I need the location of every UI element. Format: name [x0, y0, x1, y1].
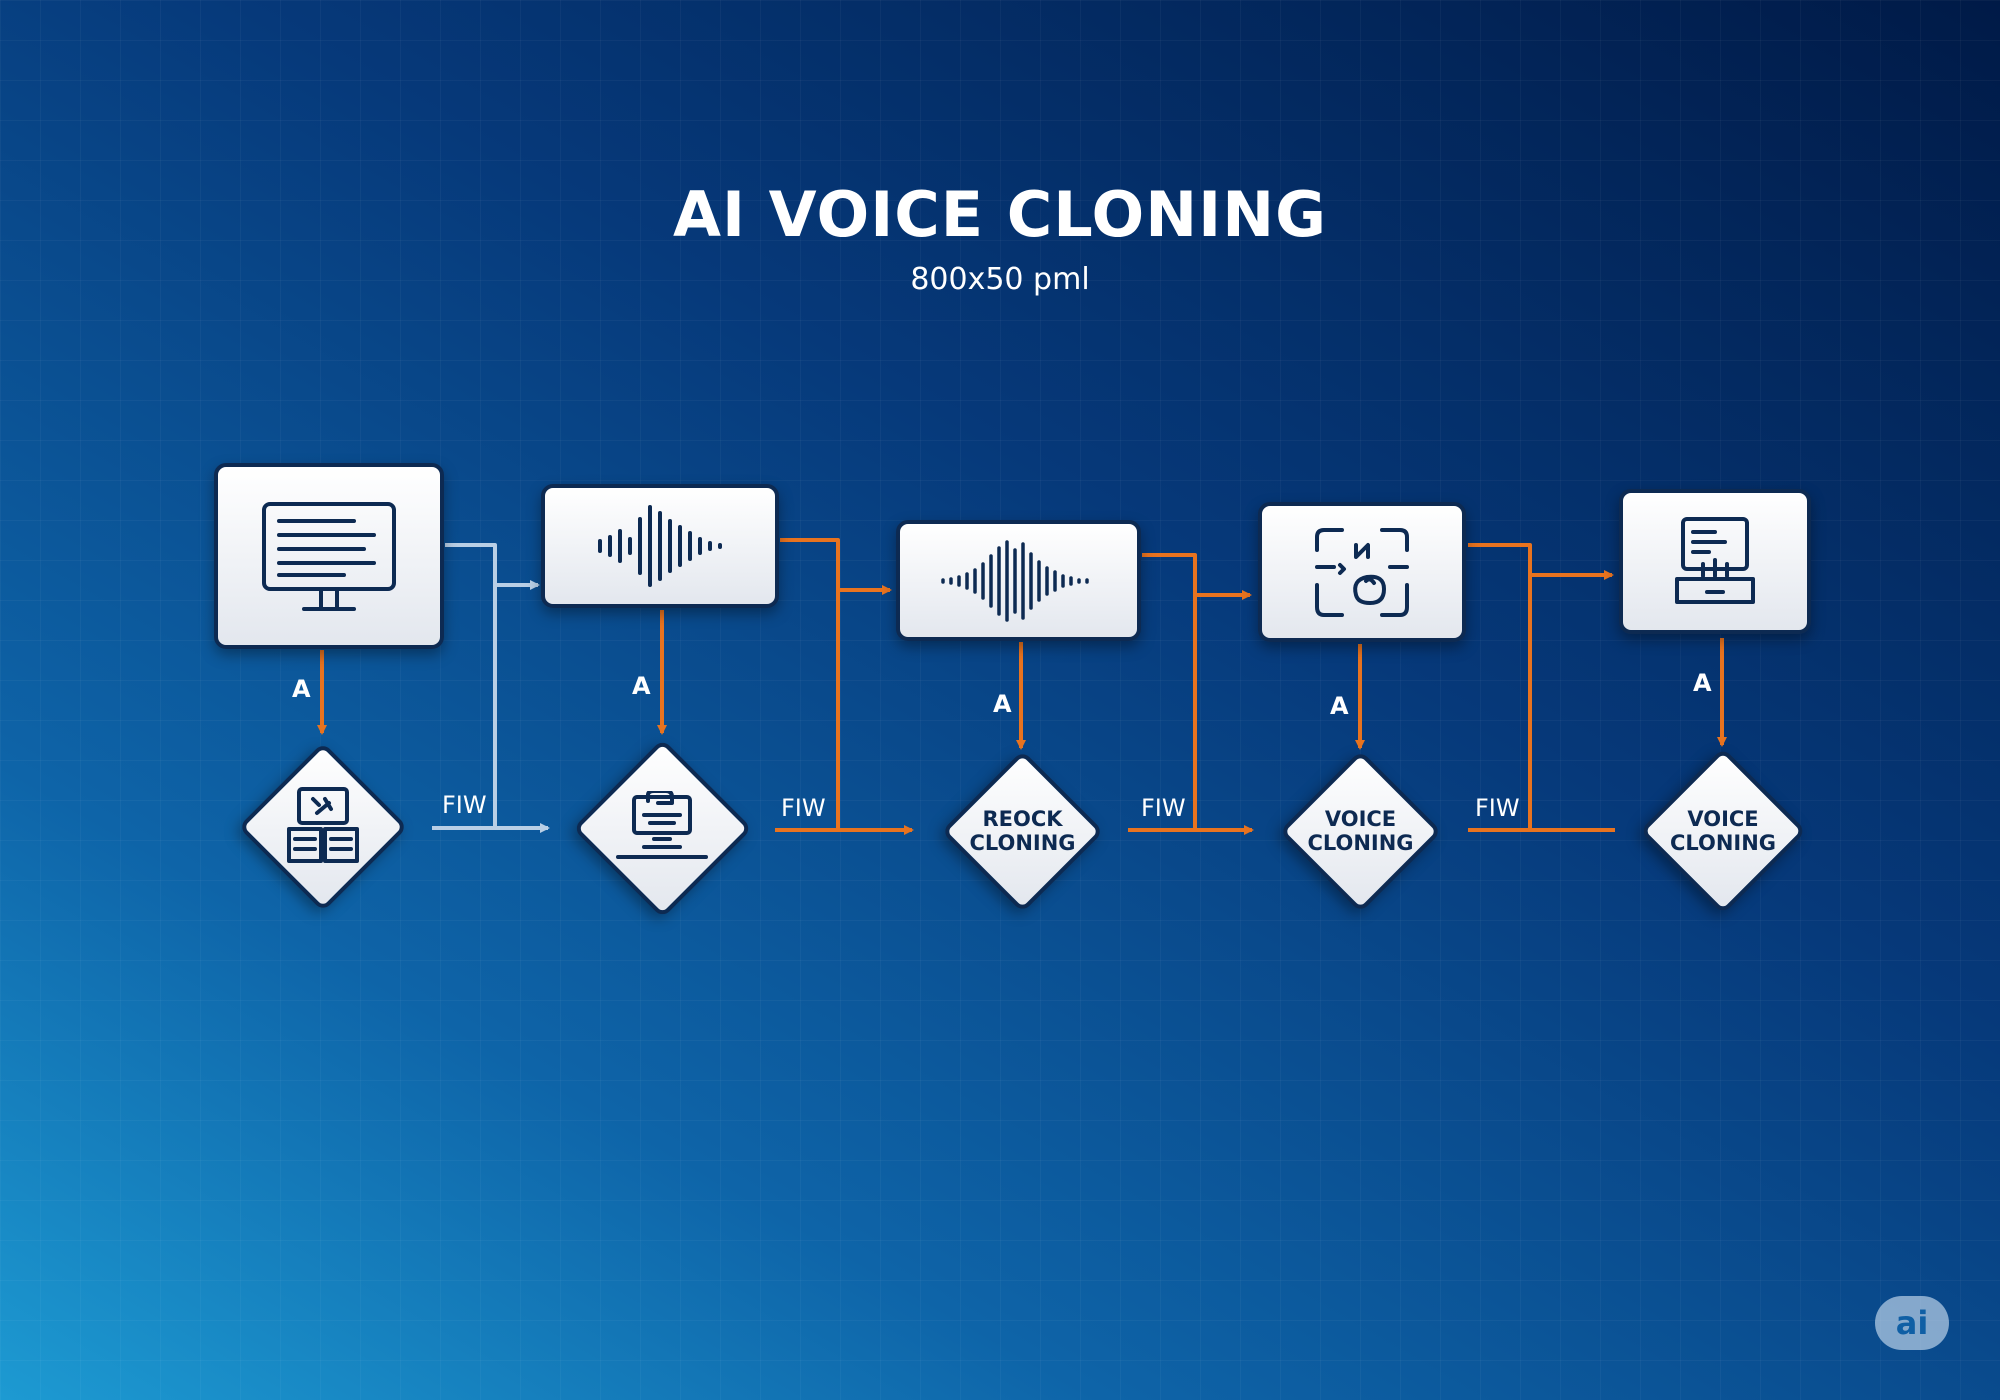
decision-node-4[interactable]: VOICE CLONING: [1258, 749, 1463, 913]
diamond-label: REOCK CLONING: [969, 807, 1075, 855]
diamond-label-line1: REOCK: [982, 807, 1063, 831]
decision-node-1[interactable]: [218, 742, 428, 912]
page-subtitle: 800x50 pml: [910, 262, 1090, 297]
diamond-content: [285, 785, 361, 870]
vertical-label-2: A: [632, 672, 651, 700]
process-box-2[interactable]: [541, 484, 779, 608]
ai-logo-badge: ai: [1875, 1296, 1949, 1350]
vertical-label-4: A: [1330, 692, 1349, 720]
diamond-content: [614, 788, 710, 866]
laptop-code-icon: [1675, 517, 1755, 604]
process-box-4[interactable]: [1258, 502, 1466, 642]
diamond-label-line1: VOICE: [1687, 807, 1759, 831]
connector-3-4-top: [1142, 553, 1252, 600]
flow-label-3: FIW: [1141, 794, 1186, 822]
face-scan-icon: [1315, 527, 1409, 617]
diamond-label-line2: CLONING: [969, 831, 1076, 855]
decision-node-5[interactable]: VOICE CLONING: [1618, 747, 1828, 915]
diamond-label: VOICE CLONING: [1307, 807, 1413, 855]
page-title: AI VOICE CLONING: [673, 178, 1327, 251]
vertical-label-3: A: [993, 690, 1012, 718]
connector-2-3-top: [780, 538, 892, 595]
process-box-1[interactable]: [214, 463, 444, 649]
connector-4-5-top: [1468, 543, 1614, 580]
flow-label-2: FIW: [781, 794, 826, 822]
vertical-label-1: A: [292, 675, 311, 703]
flow-label-4: FIW: [1475, 794, 1520, 822]
process-box-5[interactable]: [1619, 489, 1811, 634]
laptop-user-icon: [616, 788, 708, 859]
diamond-label-line2: CLONING: [1669, 831, 1777, 855]
diamond-label-line1: VOICE: [1324, 807, 1397, 831]
diamond-label: VOICE CLONING: [1670, 807, 1776, 855]
sound-wave-icon: [940, 539, 1089, 622]
sound-wave-icon: [598, 505, 722, 587]
open-book-icon: [287, 786, 359, 863]
vertical-label-5: A: [1693, 669, 1712, 697]
connector-light-top: [445, 543, 540, 590]
decision-node-3[interactable]: REOCK CLONING: [920, 749, 1125, 913]
diamond-label-line2: CLONING: [1307, 831, 1414, 855]
monitor-text-icon: [262, 501, 396, 611]
flow-label-1: FIW: [442, 791, 487, 819]
process-box-3[interactable]: [896, 520, 1141, 641]
decision-node-2[interactable]: [552, 738, 772, 918]
